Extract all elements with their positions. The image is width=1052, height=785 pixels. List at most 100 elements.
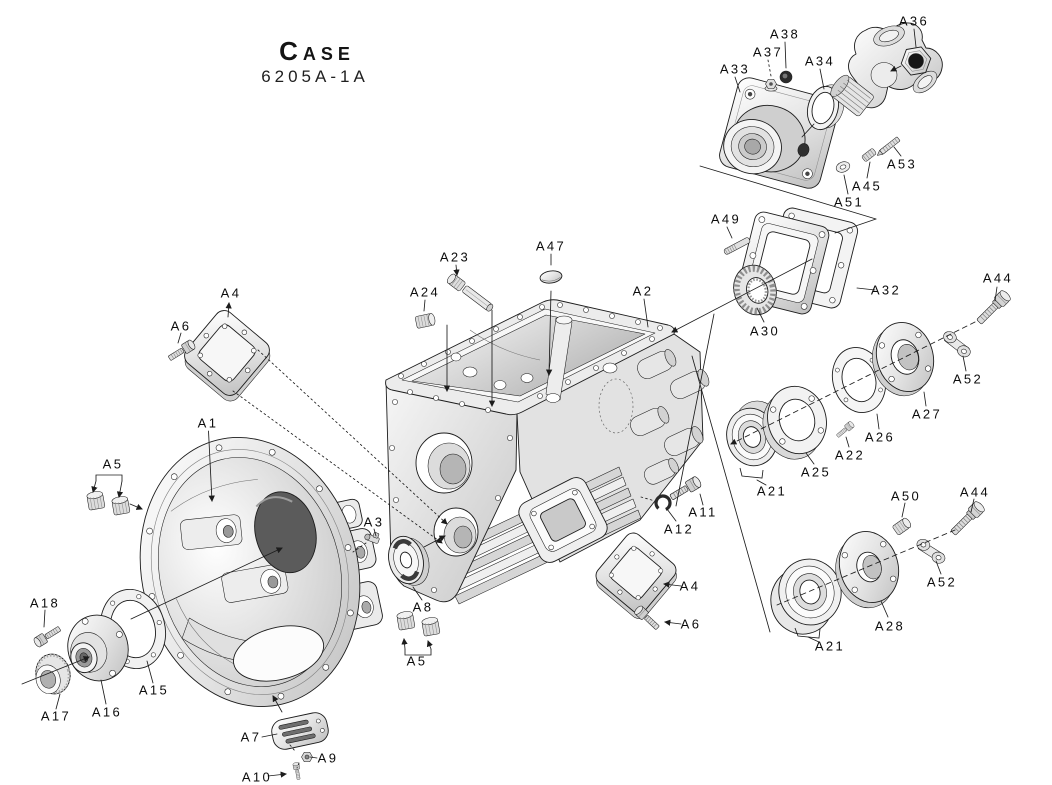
part-label-a3: A3 <box>364 515 385 530</box>
part-label-a26: A26 <box>865 430 895 445</box>
splined-gear-a30 <box>733 264 777 316</box>
part-label-a4-2: A4 <box>680 579 701 594</box>
part-label-a33: A33 <box>720 62 750 77</box>
leader-line <box>691 355 771 633</box>
bracket <box>95 474 123 481</box>
bolt-a44-upper <box>974 288 1013 327</box>
bolt-a10 <box>292 761 302 781</box>
leader-line <box>296 762 300 769</box>
part-label-a52-2: A52 <box>927 575 957 590</box>
leader-line <box>923 391 927 407</box>
part-label-a5: A5 <box>103 457 124 472</box>
seal-plate-a8 <box>388 535 430 586</box>
bearing-a21-lower <box>770 558 842 635</box>
retainer-a28 <box>835 531 900 609</box>
leader-line <box>129 503 143 510</box>
leader-line <box>730 321 976 445</box>
part-label-a16: A16 <box>92 705 122 720</box>
leader-line <box>55 693 61 710</box>
leader-line <box>893 146 902 157</box>
leader-line <box>784 41 787 69</box>
washer-a51 <box>835 161 851 173</box>
leader-line <box>675 313 715 507</box>
leader-line <box>257 349 448 525</box>
part-label-a23: A23 <box>440 250 470 265</box>
part-label-a34: A34 <box>805 54 835 69</box>
leader-line <box>767 59 772 77</box>
bolt-a11 <box>667 475 703 503</box>
part-label-a24: A24 <box>410 285 440 300</box>
part-label-a53: A53 <box>887 157 917 172</box>
part-label-a28: A28 <box>875 619 905 634</box>
part-label-a8: A8 <box>413 600 434 615</box>
seal-ring-a34 <box>806 84 845 131</box>
plug-a47 <box>539 270 563 284</box>
leader-line <box>880 600 889 618</box>
part-label-a44-2: A44 <box>960 485 990 500</box>
leader-line <box>805 452 815 465</box>
leader-line <box>412 586 423 601</box>
part-label-a45: A45 <box>852 179 882 194</box>
nut-a37 <box>764 78 778 92</box>
lock-washer-a12 <box>654 494 672 512</box>
part-label-a2: A2 <box>633 284 654 299</box>
leader-line <box>146 660 154 684</box>
cover-plate-a7 <box>271 712 329 750</box>
rear-lower-bearing-group <box>770 499 987 635</box>
leader-line <box>643 298 649 328</box>
leader-line <box>423 299 426 312</box>
leader-line <box>962 355 967 372</box>
leader-line <box>866 161 871 179</box>
part-label-a49: A49 <box>711 212 741 227</box>
leader-line <box>819 68 825 90</box>
rear-upper-bearing-group <box>726 288 1013 467</box>
drive-yoke <box>830 22 943 117</box>
leader-line <box>21 656 90 685</box>
stud-a49 <box>723 237 751 255</box>
yoke-nut-a36 <box>900 46 932 76</box>
leader-line <box>845 436 850 448</box>
cover-plate-lower-group <box>595 475 703 632</box>
part-label-a1: A1 <box>198 416 219 431</box>
retainer-a27 <box>872 322 935 397</box>
plug-a24 <box>415 313 436 329</box>
part-label-a30: A30 <box>750 324 780 339</box>
leader-line <box>994 286 998 302</box>
pin-a45 <box>861 148 877 162</box>
part-label-a37: A37 <box>753 45 783 60</box>
leader-line <box>726 226 733 239</box>
leader-line <box>834 218 877 234</box>
leader-line <box>666 508 677 522</box>
leader-line <box>43 609 46 628</box>
leader-line <box>756 307 765 323</box>
part-label-a44: A44 <box>983 271 1013 286</box>
leader-line <box>671 258 813 333</box>
leader-line <box>272 695 283 713</box>
part-label-a27: A27 <box>912 407 942 422</box>
leader-line <box>935 560 942 575</box>
part-label-a6: A6 <box>171 319 192 334</box>
pin-head-a23 <box>447 273 466 292</box>
nut-a9 <box>301 751 313 763</box>
part-label-a21: A21 <box>757 484 787 499</box>
bell-housing-drawing <box>139 437 383 707</box>
leader-line <box>91 480 98 493</box>
pto-opening <box>518 477 608 563</box>
leader-line <box>776 529 956 606</box>
part-label-a12: A12 <box>664 522 694 537</box>
leader-line <box>401 638 408 650</box>
part-label-a22: A22 <box>835 448 865 463</box>
part-label-a4: A4 <box>221 286 242 301</box>
part-labels-layer: A1A2A3A4A4A5A5A6A6A7A8A9A10A11A12A15A16A… <box>30 14 1013 785</box>
leader-line <box>856 287 876 291</box>
part-label-a47: A47 <box>536 239 566 254</box>
diagram-title: Case <box>279 36 355 66</box>
leader-lines-layer <box>21 28 998 778</box>
bolt-a18 <box>32 623 63 649</box>
main-case-drawing <box>385 299 710 605</box>
roll-pin-a23 <box>462 285 494 312</box>
output-flange-group <box>719 22 943 189</box>
retainer-hub-a16 <box>67 614 129 682</box>
leader-line <box>116 480 124 498</box>
